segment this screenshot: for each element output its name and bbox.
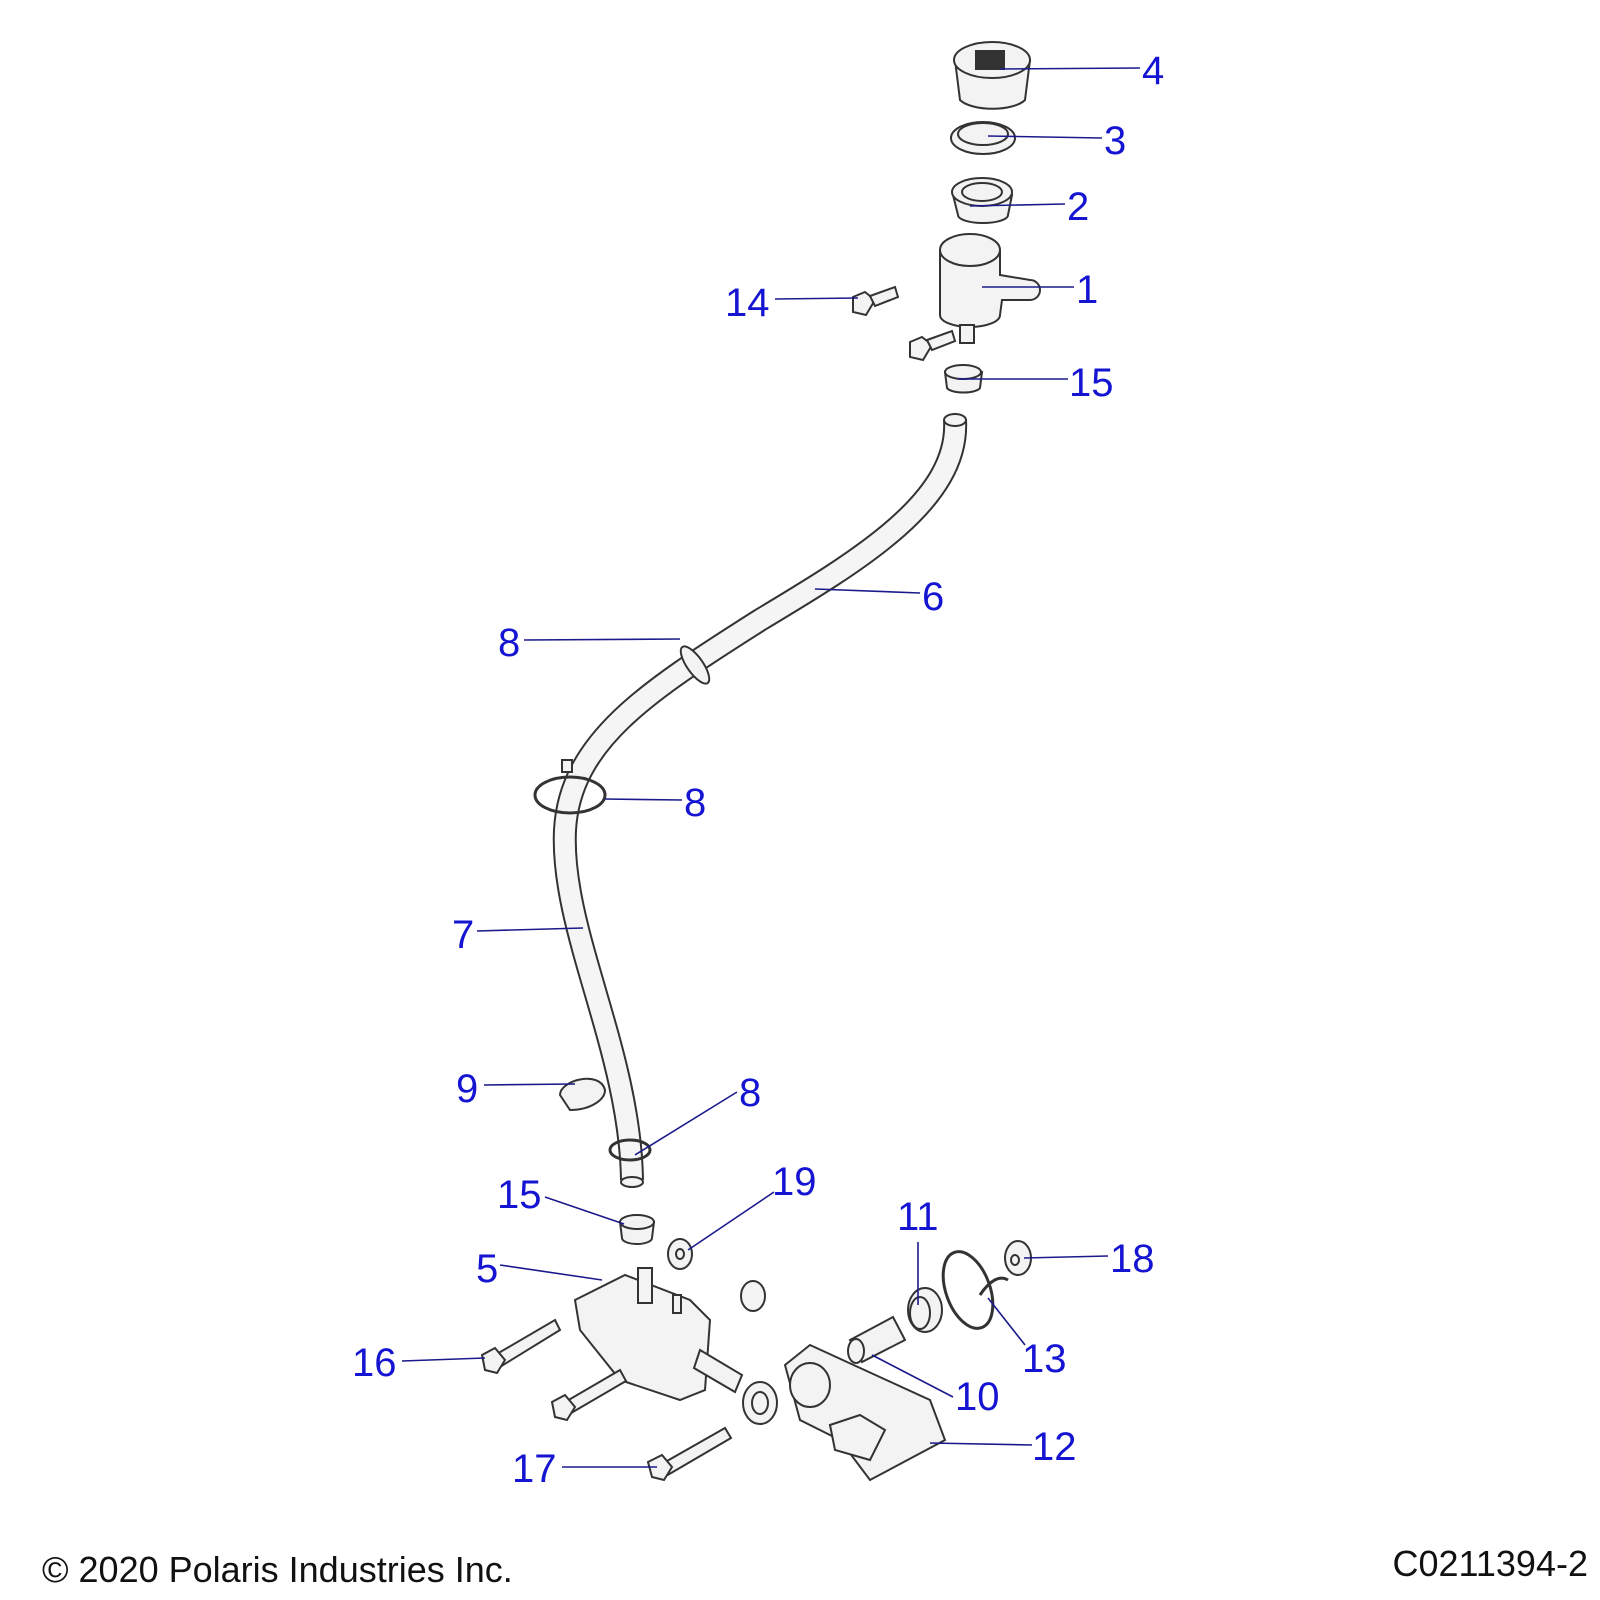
callout-19: 19 — [772, 1160, 817, 1204]
part-12-pedal-arm — [783, 1343, 947, 1482]
callout-2: 2 — [1067, 185, 1089, 229]
callout-6: 6 — [922, 575, 944, 619]
callout-8-top: 8 — [498, 621, 520, 665]
callout-15-upper: 15 — [1069, 361, 1114, 405]
callout-14: 14 — [725, 281, 770, 325]
callout-4: 4 — [1142, 49, 1164, 93]
callout-8-middle: 8 — [684, 781, 706, 825]
callout-18: 18 — [1110, 1237, 1155, 1281]
callout-16: 16 — [352, 1341, 397, 1385]
part-19-bushing — [667, 1238, 778, 1425]
callout-8-bottom: 8 — [739, 1071, 761, 1115]
part-13-spring — [941, 1250, 1009, 1330]
part-15-clamp-lower — [618, 1214, 656, 1245]
part-11-bushing — [907, 1287, 943, 1333]
callouts: 4 3 2 1 14 15 6 8 8 7 9 8 15 19 11 18 5 … — [352, 49, 1164, 1491]
part-16-17-bolts — [480, 1318, 733, 1482]
part-2-seal — [951, 177, 1014, 224]
callout-9: 9 — [456, 1067, 478, 1111]
part-10-pin — [847, 1315, 907, 1364]
callout-13: 13 — [1022, 1337, 1067, 1381]
part-1-reservoir — [939, 233, 1041, 344]
callout-10: 10 — [955, 1375, 1000, 1419]
callout-15-lower: 15 — [497, 1173, 542, 1217]
callout-12: 12 — [1032, 1425, 1077, 1469]
part-14-screw — [852, 285, 957, 362]
callout-3: 3 — [1104, 119, 1126, 163]
part-5-master-cylinder — [573, 1267, 744, 1402]
part-6-7-hose — [552, 413, 968, 1188]
part-4-cap — [953, 41, 1032, 110]
callout-7: 7 — [452, 913, 474, 957]
callout-11: 11 — [897, 1195, 939, 1239]
part-8-ties — [533, 645, 711, 1162]
drawing-id: C0211394-2 — [1393, 1543, 1589, 1584]
callout-1: 1 — [1076, 268, 1098, 312]
callout-17: 17 — [512, 1447, 557, 1491]
callout-5: 5 — [476, 1247, 498, 1291]
leader-lines — [401, 67, 1141, 1468]
part-3-diaphragm — [950, 121, 1016, 155]
copyright-text: © 2020 Polaris Industries Inc. — [42, 1549, 513, 1590]
